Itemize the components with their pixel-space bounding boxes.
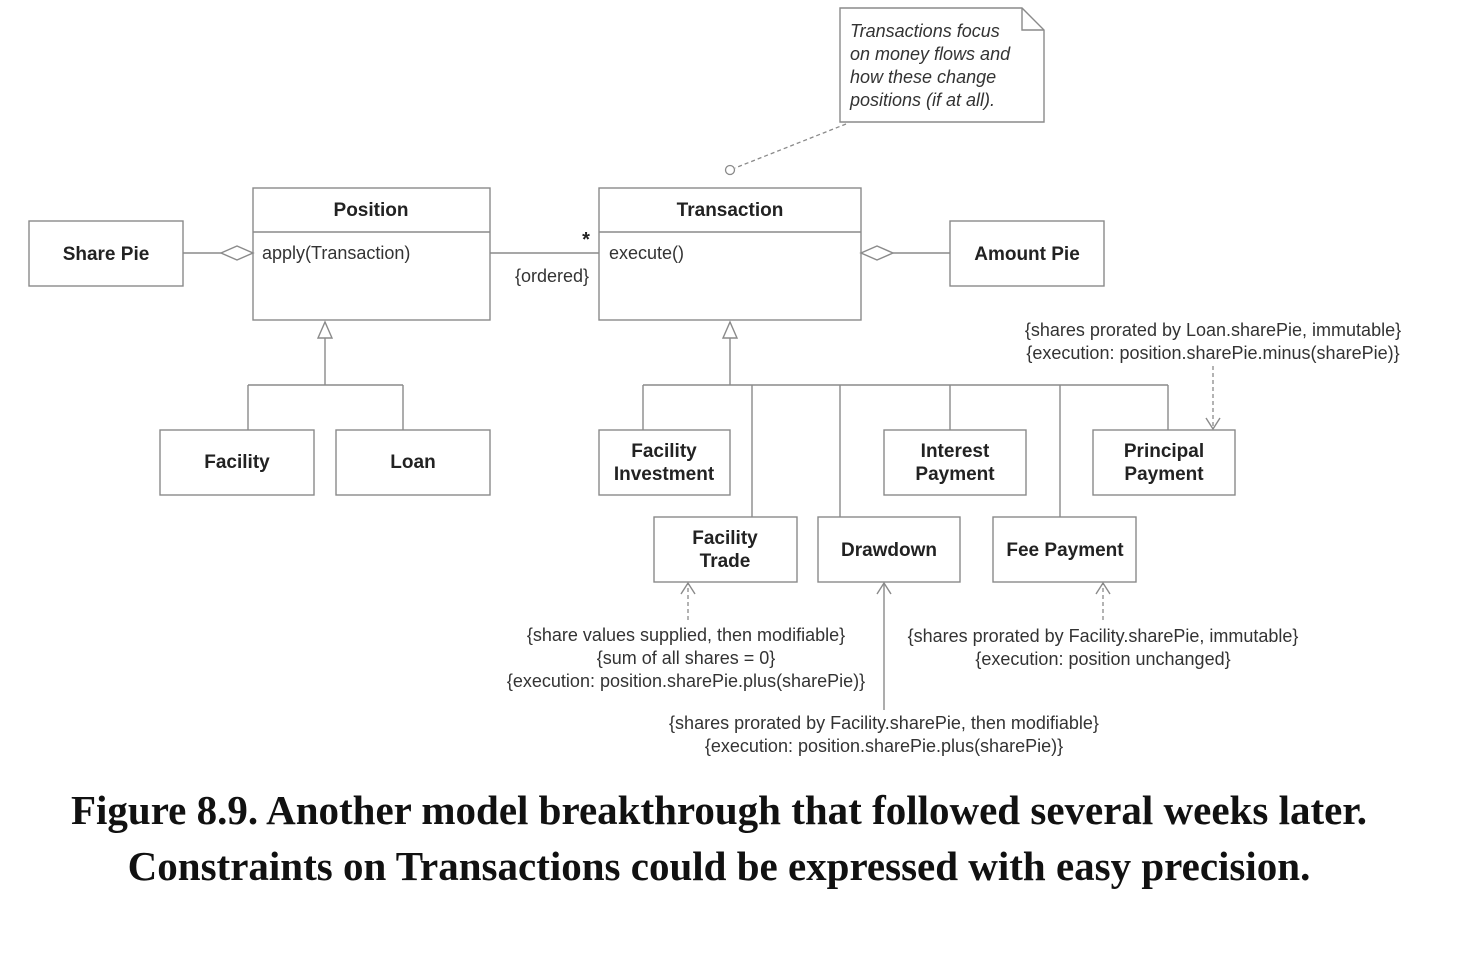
- principal-payment-constraint-1: {shares prorated by Loan.sharePie, immut…: [1025, 320, 1401, 340]
- note-anchor-circle: [724, 164, 736, 176]
- principal-payment-class: Principal Payment: [1092, 429, 1236, 496]
- facility-trade-name-1: Facility: [692, 528, 758, 549]
- position-inheritance-arrow: [316, 320, 334, 339]
- facility-trade-constraint-1: {share values supplied, then modifiable}: [527, 625, 845, 645]
- loan-class: Loan: [335, 429, 491, 496]
- note-line-1: Transactions focus: [850, 21, 1000, 41]
- amount-pie-name: Amount Pie: [974, 244, 1080, 265]
- position-inheritance-lines: [247, 338, 404, 430]
- loan-name: Loan: [390, 452, 435, 473]
- transaction-inheritance-lines: [642, 338, 1169, 517]
- position-name: Position: [334, 200, 409, 221]
- facility-investment-name-2: Investment: [614, 464, 715, 485]
- principal-payment-constraint-2: {execution: position.sharePie.minus(shar…: [1026, 343, 1399, 363]
- facility-trade-class: Facility Trade: [653, 516, 798, 583]
- share-pie-name: Share Pie: [63, 244, 150, 265]
- association-constraint: {ordered}: [515, 266, 589, 286]
- facility-trade-constraint-3: {execution: position.sharePie.plus(share…: [507, 671, 865, 691]
- facility-trade-constraint-2: {sum of all shares = 0}: [597, 648, 776, 668]
- position-aggregation-diamond: [219, 245, 255, 261]
- drawdown-constraint-arrowhead: [876, 581, 892, 595]
- fee-payment-constraint-arrowhead: [1095, 581, 1111, 595]
- position-operation: apply(Transaction): [262, 243, 410, 263]
- transaction-class: Transaction execute(): [598, 187, 862, 321]
- amount-pie-class: Amount Pie: [949, 220, 1105, 287]
- share-pie-class: Share Pie: [28, 220, 184, 287]
- drawdown-class: Drawdown: [817, 516, 961, 583]
- transaction-name: Transaction: [677, 200, 784, 221]
- drawdown-name: Drawdown: [841, 540, 937, 561]
- interest-payment-name-2: Payment: [915, 464, 995, 485]
- figure-caption: Figure 8.9. Another model breakthrough t…: [70, 787, 1367, 889]
- facility-investment-class: Facility Investment: [598, 429, 731, 496]
- transaction-inheritance-arrow: [721, 320, 739, 339]
- fee-payment-constraint-1: {shares prorated by Facility.sharePie, i…: [908, 626, 1299, 646]
- facility-trade-name-2: Trade: [700, 551, 751, 572]
- note-line-4: positions (if at all).: [849, 90, 995, 110]
- note-line-2: on money flows and: [850, 44, 1011, 64]
- association-multiplicity: *: [582, 229, 590, 251]
- facility-trade-constraint-arrowhead: [680, 581, 696, 595]
- transaction-aggregation-diamond: [859, 245, 895, 261]
- note-line-3: how these change: [850, 67, 996, 87]
- position-class: Position apply(Transaction): [252, 187, 491, 321]
- note-box: Transactions focus on money flows and ho…: [839, 7, 1045, 123]
- drawdown-constraint-1: {shares prorated by Facility.sharePie, t…: [669, 713, 1099, 733]
- fee-payment-constraint-2: {execution: position unchanged}: [975, 649, 1230, 669]
- fee-payment-class: Fee Payment: [992, 516, 1137, 583]
- uml-class-diagram: Transactions focus on money flows and ho…: [28, 7, 1401, 756]
- transaction-operation: execute(): [609, 243, 684, 263]
- fee-payment-name: Fee Payment: [1006, 540, 1124, 561]
- facility-class: Facility: [159, 429, 315, 496]
- principal-payment-name-1: Principal: [1124, 441, 1204, 462]
- principal-payment-constraint-arrowhead: [1205, 417, 1221, 431]
- facility-name: Facility: [204, 452, 270, 473]
- principal-payment-name-2: Payment: [1124, 464, 1204, 485]
- facility-investment-name-1: Facility: [631, 441, 697, 462]
- interest-payment-class: Interest Payment: [883, 429, 1027, 496]
- drawdown-constraint-2: {execution: position.sharePie.plus(share…: [705, 736, 1063, 756]
- interest-payment-name-1: Interest: [921, 441, 990, 462]
- note-anchor-line: [734, 123, 847, 169]
